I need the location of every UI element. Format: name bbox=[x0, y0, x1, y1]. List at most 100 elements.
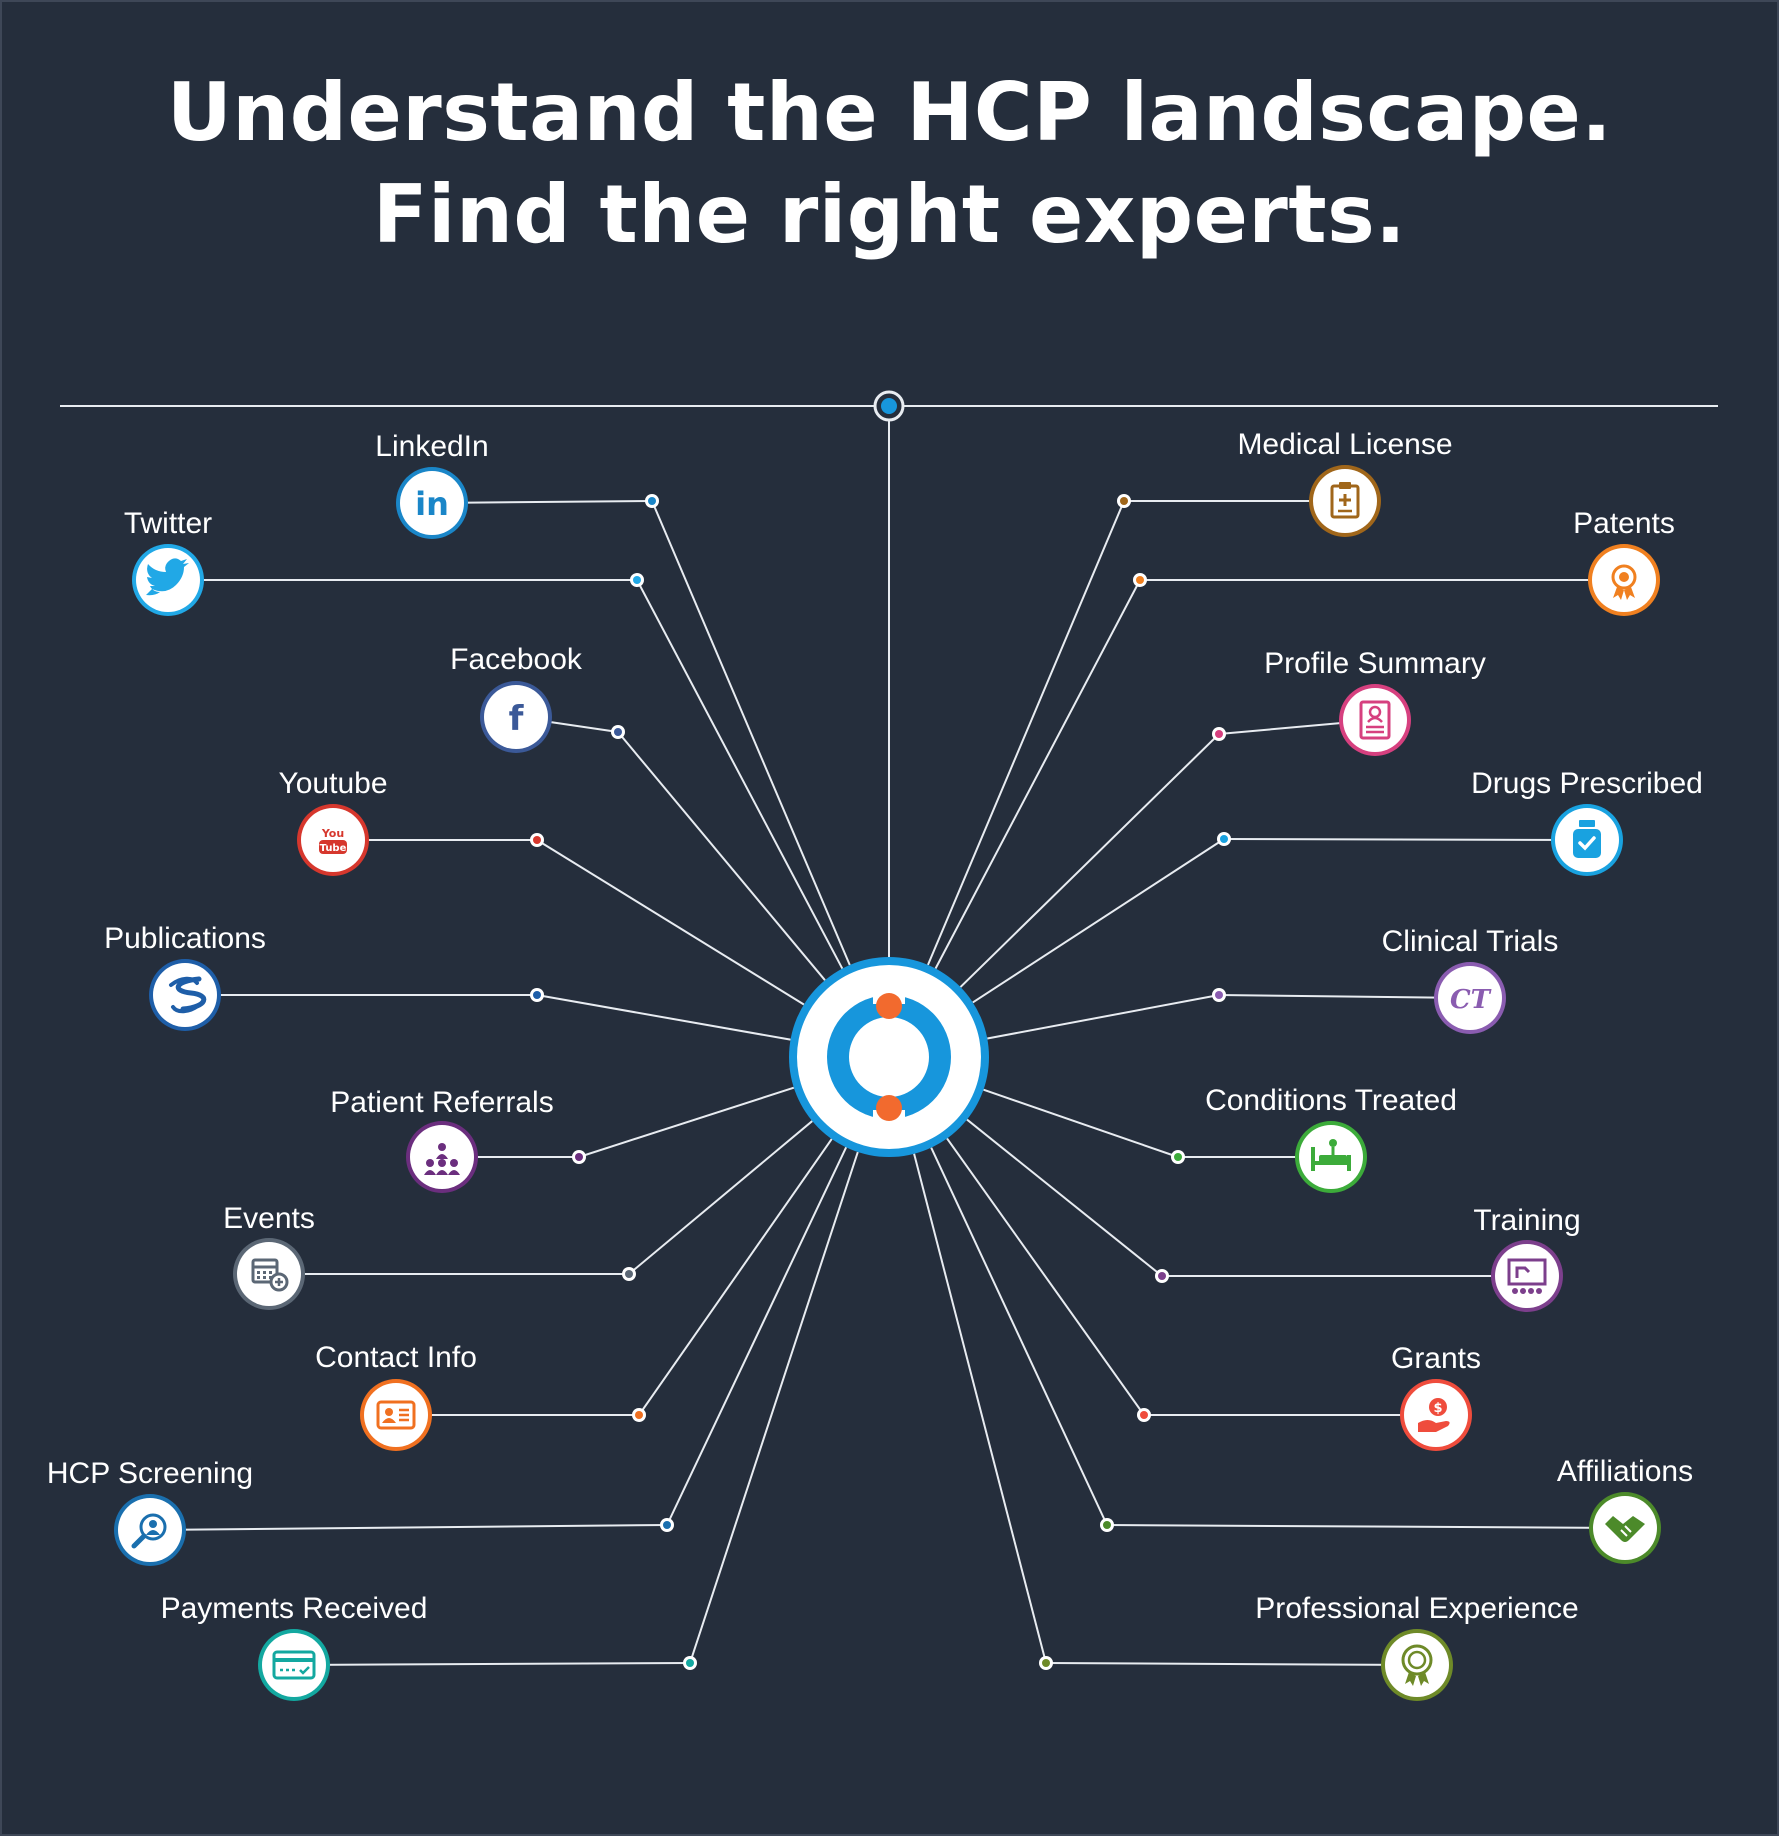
node-profile-summary[interactable]: Profile Summary bbox=[1212, 647, 1486, 756]
junction-dot-core-facebook bbox=[614, 728, 622, 736]
hub-logo-dot-top bbox=[876, 993, 902, 1019]
junction-dot-core-grants bbox=[1140, 1411, 1148, 1419]
node-patient-referrals[interactable]: Patient Referrals bbox=[330, 1086, 586, 1193]
hospital-bed-icon bbox=[1311, 1139, 1351, 1171]
label-events: Events bbox=[223, 1202, 315, 1235]
label-profile-summary: Profile Summary bbox=[1264, 647, 1486, 680]
linkedin-icon: in bbox=[415, 485, 449, 523]
search-person-icon bbox=[131, 1513, 167, 1549]
spoke-affiliations bbox=[930, 1147, 1108, 1526]
central-hub[interactable] bbox=[789, 957, 989, 1157]
label-medical-license: Medical License bbox=[1237, 428, 1452, 461]
node-contact-info[interactable]: Contact Info bbox=[315, 1341, 646, 1451]
junction-dot-core-linkedin bbox=[648, 497, 656, 505]
spoke-professional-experience bbox=[913, 1153, 1047, 1664]
spoke-medical-license bbox=[927, 500, 1125, 966]
icon-badge-publications bbox=[153, 963, 217, 1027]
node-medical-license[interactable]: Medical License bbox=[1117, 428, 1453, 537]
spoke-clinical-trials bbox=[987, 994, 1220, 1040]
node-patents[interactable]: Patents bbox=[1133, 507, 1675, 616]
svg-text:in: in bbox=[415, 485, 449, 523]
svg-text:$: $ bbox=[1433, 1401, 1442, 1416]
spoke-patents bbox=[934, 579, 1141, 969]
connector-clinical-trials bbox=[1218, 994, 1471, 999]
spoke-facebook bbox=[617, 731, 826, 981]
spoke-linkedin bbox=[651, 500, 851, 966]
handshake-icon bbox=[1605, 1516, 1645, 1542]
icon-badge-profile-summary bbox=[1343, 688, 1407, 752]
node-twitter[interactable]: Twitter bbox=[124, 507, 644, 616]
node-payments-received[interactable]: Payments Received bbox=[161, 1592, 697, 1701]
svg-text:You: You bbox=[321, 827, 344, 840]
junction-dot-core-professional-experience bbox=[1042, 1659, 1050, 1667]
spoke-events bbox=[628, 1120, 813, 1275]
twitter-icon bbox=[146, 558, 189, 596]
junction-dot-core-events bbox=[625, 1270, 633, 1278]
node-events[interactable]: Events bbox=[223, 1202, 636, 1310]
hub-logo-dot-bottom bbox=[876, 1095, 902, 1121]
junction-dot-core-clinical-trials bbox=[1215, 991, 1223, 999]
facebook-icon: f bbox=[509, 699, 525, 739]
spoke-training bbox=[966, 1118, 1163, 1277]
label-clinical-trials: Clinical Trials bbox=[1382, 925, 1559, 958]
node-affiliations[interactable]: Affiliations bbox=[1100, 1455, 1693, 1564]
connector-affiliations bbox=[1106, 1524, 1626, 1529]
label-linkedin: LinkedIn bbox=[375, 430, 488, 463]
spoke-contact-info bbox=[638, 1138, 833, 1416]
label-payments-received: Payments Received bbox=[161, 1592, 428, 1625]
svg-text:f: f bbox=[509, 699, 525, 739]
connector-linkedin bbox=[431, 500, 653, 504]
node-training[interactable]: Training bbox=[1155, 1204, 1581, 1312]
spoke-twitter bbox=[636, 579, 844, 970]
label-patents: Patents bbox=[1573, 507, 1675, 540]
label-publications: Publications bbox=[104, 922, 266, 955]
node-clinical-trials[interactable]: CT Clinical Trials bbox=[1212, 925, 1558, 1034]
node-linkedin[interactable]: in LinkedIn bbox=[375, 430, 659, 539]
medical-license-icon bbox=[1330, 482, 1360, 519]
connector-payments-received bbox=[293, 1662, 691, 1666]
spoke-conditions-treated bbox=[983, 1088, 1179, 1158]
award-ribbon-icon bbox=[1401, 1644, 1433, 1686]
spoke-hcp-screening bbox=[666, 1146, 848, 1526]
node-hcp-screening[interactable]: HCP Screening bbox=[47, 1457, 674, 1566]
clinical-trials-icon: CT bbox=[1450, 985, 1492, 1015]
profile-summary-icon bbox=[1359, 700, 1391, 740]
icon-badge-facebook bbox=[484, 685, 548, 749]
spoke-patient-referrals bbox=[578, 1086, 795, 1158]
junction-dot-core-publications bbox=[533, 991, 541, 999]
events-calendar-icon bbox=[251, 1258, 289, 1292]
icon-badge-linkedin bbox=[400, 471, 464, 535]
node-conditions-treated[interactable]: Conditions Treated bbox=[1171, 1084, 1457, 1193]
headline-line-1: Understand the HCP landscape. bbox=[166, 66, 1613, 159]
clinical-trials-glyph: CT bbox=[1450, 985, 1492, 1015]
node-drugs-prescribed[interactable]: Drugs Prescribed bbox=[1217, 767, 1703, 876]
junction-dot-core-medical-license bbox=[1120, 497, 1128, 505]
label-twitter: Twitter bbox=[124, 507, 212, 540]
hub-logo-center bbox=[849, 1017, 929, 1097]
label-professional-experience: Professional Experience bbox=[1255, 1592, 1579, 1625]
patient-referrals-icon bbox=[424, 1143, 460, 1175]
spoke-drugs-prescribed bbox=[972, 838, 1225, 1004]
spoke-payments-received bbox=[689, 1151, 859, 1664]
node-grants[interactable]: $ Grants bbox=[1137, 1342, 1481, 1451]
junction-dot-core-drugs-prescribed bbox=[1220, 835, 1228, 843]
label-training: Training bbox=[1473, 1204, 1580, 1237]
node-publications[interactable]: Publications bbox=[104, 922, 544, 1031]
label-grants: Grants bbox=[1391, 1342, 1481, 1375]
junction-dot-core-profile-summary bbox=[1215, 730, 1223, 738]
icon-badge-payments-received bbox=[262, 1633, 326, 1697]
spoke-publications bbox=[536, 994, 791, 1041]
node-professional-experience[interactable]: Professional Experience bbox=[1039, 1592, 1579, 1701]
top-bar-node-dot bbox=[881, 398, 897, 414]
junction-dot-core-affiliations bbox=[1103, 1521, 1111, 1529]
prescription-bottle-icon bbox=[1573, 820, 1601, 858]
contact-card-icon bbox=[376, 1400, 416, 1430]
junction-dot-core-conditions-treated bbox=[1174, 1153, 1182, 1161]
label-youtube: Youtube bbox=[278, 767, 387, 800]
